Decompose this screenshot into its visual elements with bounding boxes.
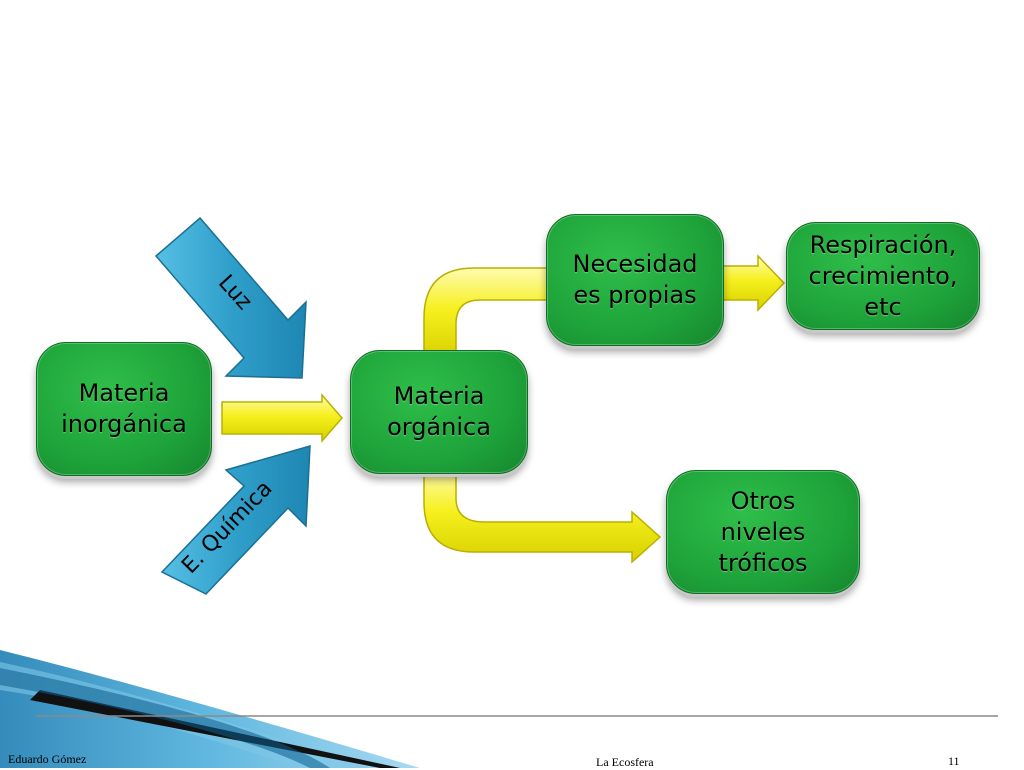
node-respiracion: Respiración, crecimiento, etc <box>786 222 980 330</box>
luz-arrow <box>154 216 307 379</box>
node-necesidades-propias-label: Necesidad es propias <box>572 250 698 309</box>
node-materia-organica-label: Materia orgánica <box>387 382 491 441</box>
arrow-organica-to-otros <box>423 469 662 564</box>
footer-title: La Ecosfera <box>596 755 654 769</box>
node-otros-niveles: Otros niveles tróficos <box>666 470 860 594</box>
node-necesidades-propias: Necesidad es propias <box>546 214 724 346</box>
decorative-swoosh <box>0 650 420 768</box>
footer-author: Eduardo Gómez <box>8 752 87 766</box>
node-materia-organica: Materia orgánica <box>350 350 528 474</box>
quimica-arrow <box>160 444 311 595</box>
node-materia-inorganica: Materia inorgánica <box>36 342 212 476</box>
arrow-organica-to-necesidades <box>423 267 561 361</box>
node-materia-inorganica-label: Materia inorgánica <box>61 379 187 438</box>
node-otros-niveles-label: Otros niveles tróficos <box>718 486 808 577</box>
footer-page-number: 11 <box>948 754 960 768</box>
arrow-necesidades-to-respiracion <box>721 254 786 312</box>
arrow-inorganica-to-organica <box>221 392 343 444</box>
yellow-connectors <box>221 254 786 564</box>
node-respiracion-label: Respiración, crecimiento, etc <box>808 230 958 321</box>
